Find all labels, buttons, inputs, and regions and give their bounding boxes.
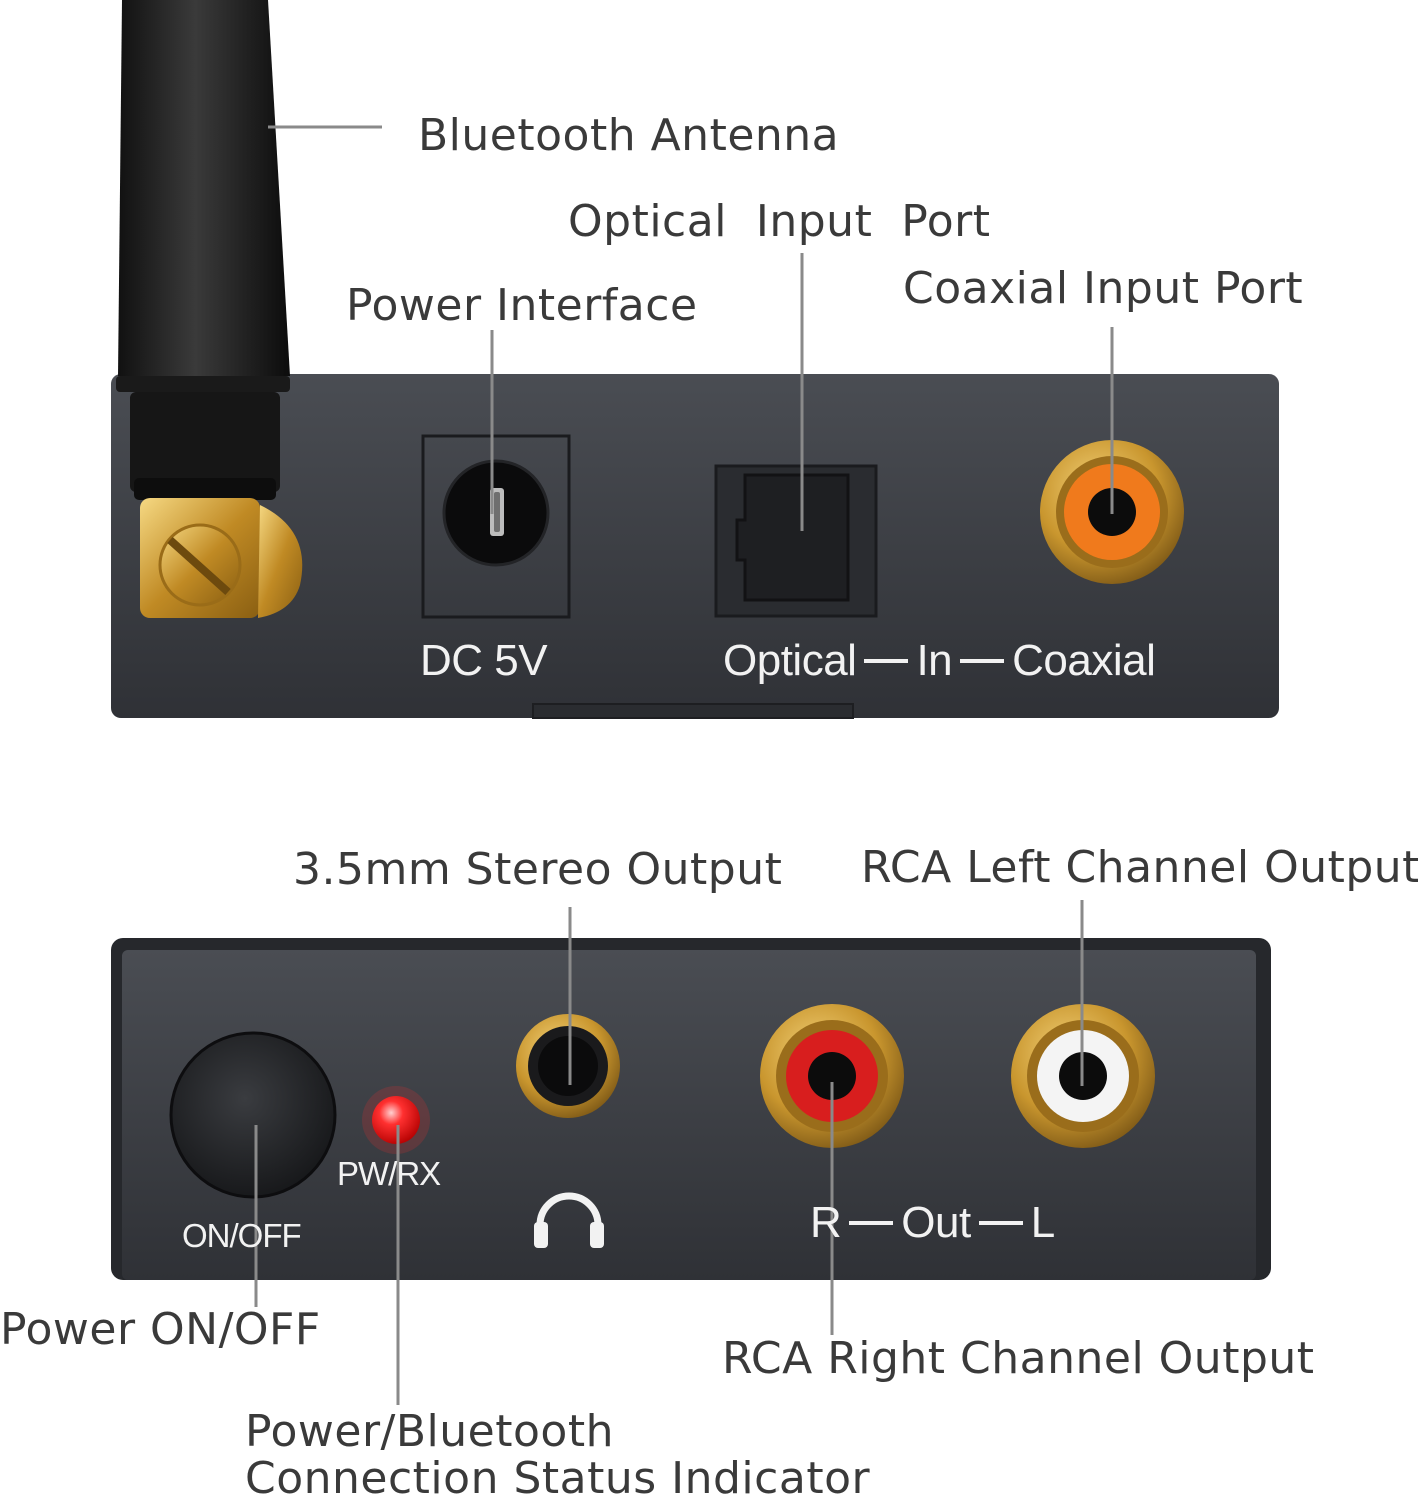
callout-rca-left: RCA Left Channel Output — [861, 842, 1418, 893]
label-optical: Optical — [723, 636, 857, 685]
callout-coaxial-input: Coaxial Input Port — [903, 263, 1304, 314]
label-pw-rx: PW/RX — [337, 1155, 441, 1192]
top-panel-body — [111, 374, 1279, 718]
label-optical-in-coaxial: Optical In Coaxial — [723, 636, 1156, 686]
label-dc-5v: DC 5V — [420, 636, 548, 685]
headphones-icon — [534, 1192, 604, 1248]
dash-divider — [978, 1221, 1023, 1226]
dash-divider — [849, 1221, 894, 1226]
dash-divider — [864, 659, 909, 664]
label-r: R — [810, 1198, 842, 1247]
optical-port — [714, 464, 878, 618]
top-panel — [111, 0, 1279, 719]
callout-power-switch: Power ON/OFF — [0, 1304, 321, 1355]
status-led — [372, 1096, 420, 1144]
bottom-panel — [111, 938, 1271, 1280]
label-on-off: ON/OFF — [182, 1217, 302, 1254]
label-coaxial: Coaxial — [1012, 636, 1156, 685]
callout-indicator-line1: Power/Bluetooth — [245, 1406, 614, 1457]
callout-indicator-line2: Connection Status Indicator — [245, 1453, 871, 1500]
stereo-jack — [516, 1014, 620, 1118]
callout-power-interface: Power Interface — [346, 280, 698, 331]
dc-jack — [421, 434, 571, 619]
callout-rca-right: RCA Right Channel Output — [722, 1333, 1315, 1384]
leader-lines — [254, 125, 1114, 1405]
power-button[interactable] — [169, 1031, 337, 1199]
dash-divider — [960, 659, 1005, 664]
callout-optical-input: Optical Input Port — [568, 196, 991, 247]
label-r-out-l: R Out L — [810, 1198, 1055, 1248]
label-l: L — [1030, 1198, 1055, 1247]
callout-bluetooth-antenna: Bluetooth Antenna — [418, 110, 840, 161]
callout-stereo-output: 3.5mm Stereo Output — [293, 844, 783, 895]
top-panel-foot — [532, 703, 854, 719]
label-in: In — [916, 636, 953, 685]
bluetooth-antenna — [116, 0, 303, 618]
rca-right-jack — [760, 1004, 904, 1148]
label-out: Out — [901, 1198, 971, 1247]
